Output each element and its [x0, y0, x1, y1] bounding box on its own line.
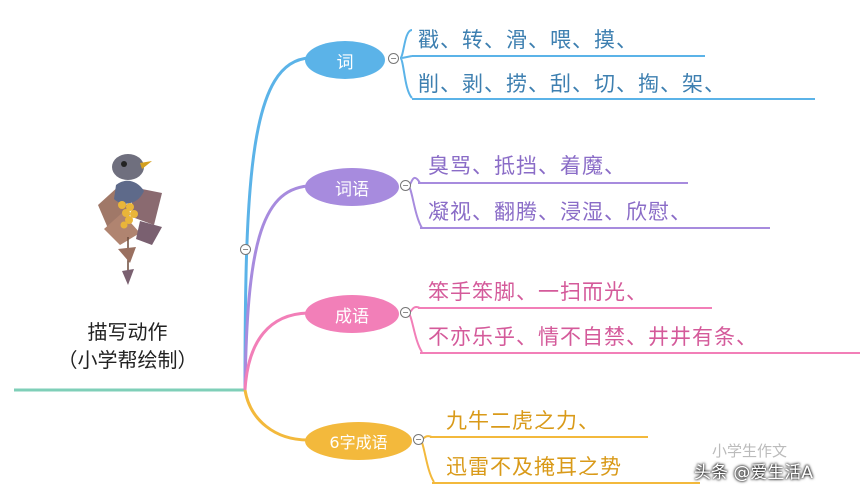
collapse-toggle-chengyu[interactable]: −: [400, 307, 411, 318]
leaf-ciyu-2: 凝视、翻腾、浸湿、欣慰、: [428, 200, 692, 224]
watermark-faint: 小学生作文: [712, 442, 788, 460]
collapse-toggle-root[interactable]: −: [240, 244, 251, 255]
leaf-ci-2: 削、剥、捞、刮、切、掏、架、: [418, 72, 726, 96]
leaf-ci-1: 戳、转、滑、喂、摸、: [418, 28, 638, 52]
branch-line-ci: [243, 56, 311, 391]
leaf-chengyu-2: 不亦乐乎、情不自禁、井井有条、: [428, 325, 758, 349]
branch-line-6zi: [243, 389, 309, 442]
root-title: 描写动作: [87, 320, 168, 344]
leaf-chengyu-1: 笨手笨脚、一扫而光、: [428, 280, 648, 304]
branch-node-6zi[interactable]: 6字成语: [305, 422, 412, 460]
root-subtitle: （小学帮绘制）: [57, 348, 198, 372]
branch-node-ciyu[interactable]: 词语: [305, 168, 399, 206]
branch-line-ciyu: [243, 184, 309, 391]
branch-node-ci[interactable]: 词: [305, 41, 385, 79]
bird-on-leaves-illustration: [98, 154, 162, 285]
branch-line-chengyu: [243, 311, 309, 391]
bracket-ci: [399, 29, 413, 99]
branch-node-chengyu[interactable]: 成语: [305, 295, 399, 333]
leaf-6zi-2: 迅雷不及掩耳之势: [446, 455, 622, 479]
leaf-ciyu-1: 臭骂、抵挡、着魔、: [428, 154, 626, 178]
leaf-6zi-1: 九牛二虎之力、: [446, 409, 600, 433]
collapse-toggle-ciyu[interactable]: −: [400, 180, 411, 191]
collapse-toggle-6zi[interactable]: −: [413, 434, 424, 445]
watermark-main: 头条 @爱生活A: [694, 463, 814, 483]
collapse-toggle-ci[interactable]: −: [388, 53, 399, 64]
